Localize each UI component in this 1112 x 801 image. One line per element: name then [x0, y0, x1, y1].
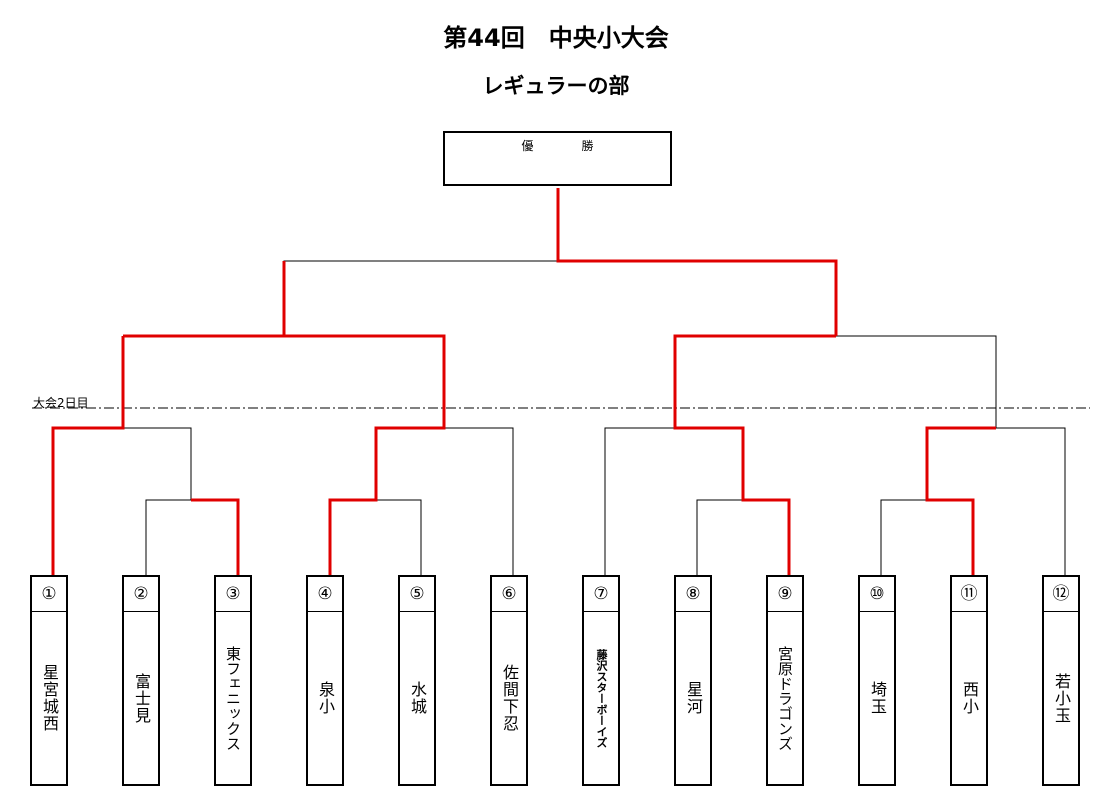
bracket-line	[376, 427, 514, 575]
team-name: 若小玉	[1052, 672, 1071, 724]
team-name: 西小	[960, 681, 979, 715]
seed-number: ⑩	[860, 577, 894, 612]
winner-line	[51, 336, 125, 575]
seed-number: ⑨	[768, 577, 802, 612]
page-subtitle: レギュラーの部	[482, 74, 630, 98]
seed-number: ②	[124, 577, 158, 612]
winner-line	[284, 334, 446, 575]
team-name: 東フェニックス	[224, 645, 242, 751]
seed-number: ⑪	[952, 577, 986, 612]
team-box: ⑧ 星河	[674, 575, 712, 786]
seed-number: ⑥	[492, 577, 526, 612]
bracket-line	[283, 260, 558, 336]
winner-line	[925, 426, 996, 575]
team-name: 藤沢スターボーイズ	[595, 648, 608, 748]
team-name: 宮原ドラゴンズ	[776, 645, 794, 751]
bracket-line	[836, 335, 997, 428]
seed-number: ①	[32, 577, 66, 612]
bracket-line	[696, 499, 743, 575]
seed-number: ⑦	[584, 577, 618, 612]
team-box: ⑪ 西小	[950, 575, 988, 786]
team-box: ⑤ 水城	[398, 575, 436, 786]
team-box: ⑨ 宮原ドラゴンズ	[766, 575, 804, 786]
seed-number: ③	[216, 577, 250, 612]
team-box: ③ 東フェニックス	[214, 575, 252, 786]
page-title: 第44回 中央小大会	[443, 24, 669, 52]
champion-label: 優 勝	[521, 139, 612, 153]
team-name: 星河	[684, 681, 703, 715]
team-box: ⑦ 藤沢スターボーイズ	[582, 575, 620, 786]
team-box: ⑩ 埼玉	[858, 575, 896, 786]
team-box: ⑫ 若小玉	[1042, 575, 1080, 786]
seed-number: ⑧	[676, 577, 710, 612]
day2-label: 大会2日目	[33, 396, 89, 410]
winner-line	[123, 261, 286, 338]
seed-number: ⑫	[1044, 577, 1078, 612]
winner-line	[673, 334, 836, 575]
bracket-line	[123, 427, 192, 500]
bracket-line	[145, 499, 191, 575]
seed-number: ⑤	[400, 577, 434, 612]
team-box: ① 星宮城西	[30, 575, 68, 786]
bracket-line	[996, 427, 1066, 575]
team-box: ⑥ 佐間下忍	[490, 575, 528, 786]
team-name: 埼玉	[868, 681, 887, 715]
team-name: 佐間下忍	[500, 664, 519, 732]
winner-line	[556, 188, 838, 336]
team-name: 水城	[408, 681, 427, 715]
team-name: 富士見	[132, 672, 151, 724]
team-name: 星宮城西	[40, 664, 59, 732]
bracket-line	[376, 499, 422, 575]
champion-box: 優 勝	[443, 131, 672, 186]
team-name: 泉小	[316, 681, 335, 715]
seed-number: ④	[308, 577, 342, 612]
bracket-line	[604, 427, 675, 575]
bracket-line	[880, 499, 927, 575]
winner-line	[191, 498, 240, 575]
team-box: ④ 泉小	[306, 575, 344, 786]
team-box: ② 富士見	[122, 575, 160, 786]
